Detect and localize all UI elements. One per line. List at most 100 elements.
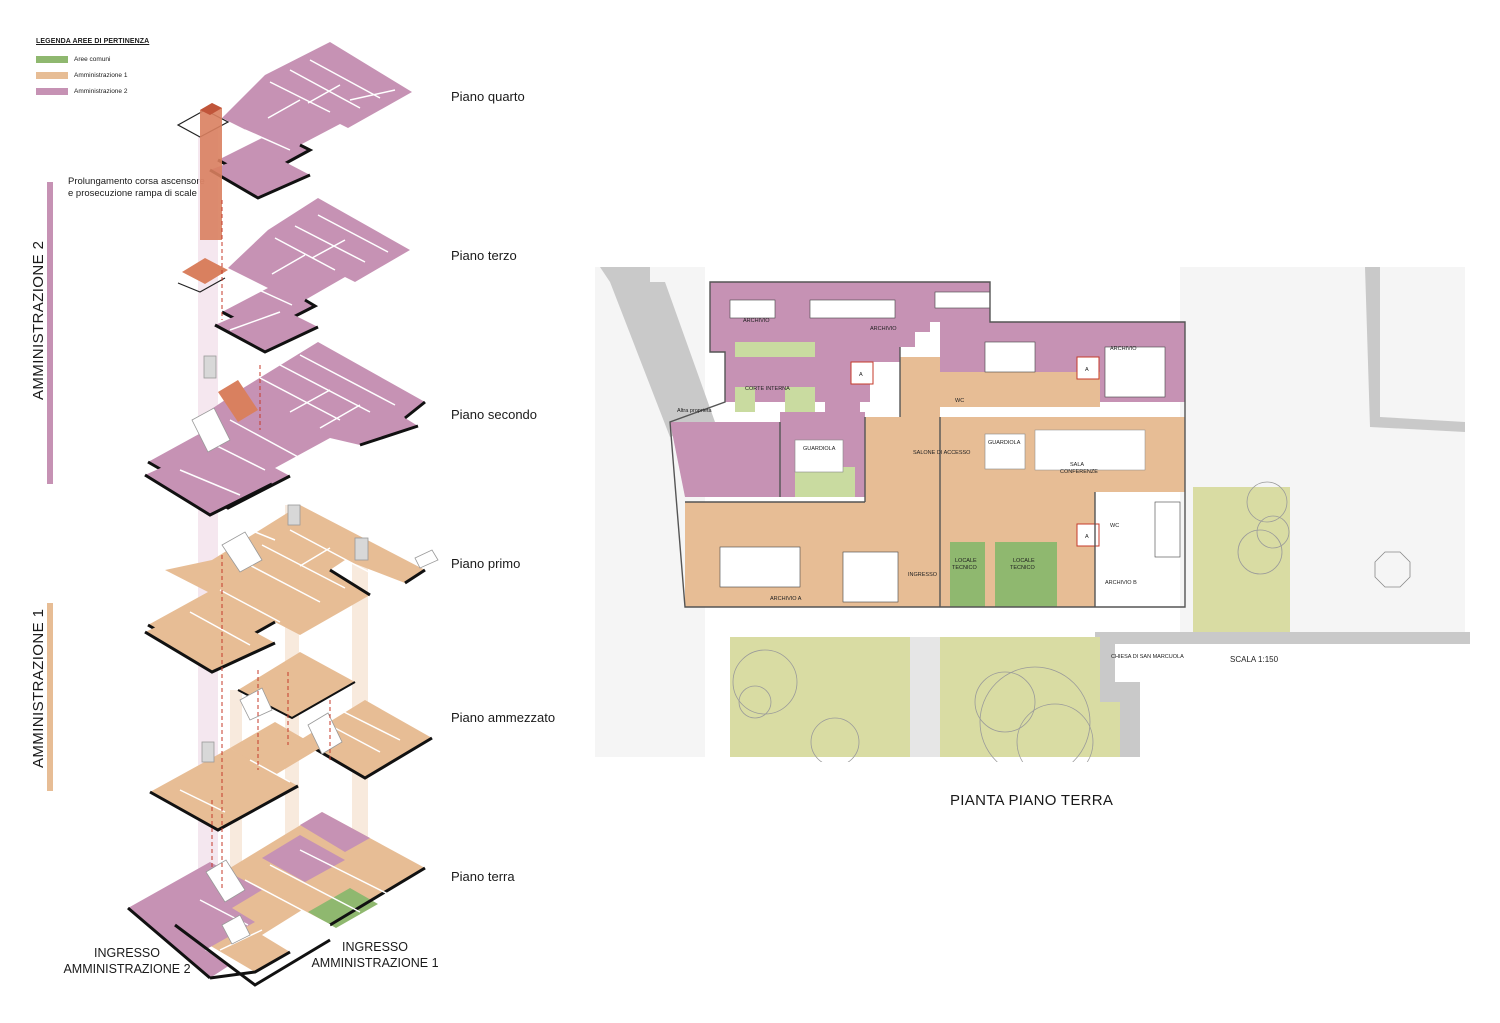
slab-wing-edge (144, 473, 273, 517)
elevator-box (287, 504, 301, 526)
archive-shelves (719, 291, 1181, 603)
ground-floor-plan: ARCHIVIO ARCHIVIO ARCHIVIO CORTE INTERNA… (595, 267, 1470, 762)
slab-wing-edge (144, 630, 276, 674)
stair-white (239, 687, 273, 721)
floor-ammezzato (149, 652, 433, 832)
floor-terra (127, 812, 426, 987)
amm1-bar (47, 603, 53, 791)
room-label: ARCHIVIO (743, 318, 770, 324)
slab-purple-top (262, 835, 345, 882)
boundary-wall-bottom (1095, 632, 1470, 644)
common-strip (735, 342, 815, 357)
stair (182, 258, 228, 284)
legend-label: Amministrazione 2 (74, 87, 128, 95)
floor-label-quarto: Piano quarto (451, 89, 525, 104)
vertical-links (211, 200, 331, 890)
room-label: GUARDIOLA (803, 446, 836, 452)
interior-walls (179, 709, 401, 813)
adm2-top-block (710, 282, 990, 417)
floor-label-ammezzato: Piano ammezzato (451, 710, 556, 725)
adm2-left-block (670, 422, 780, 497)
floor-secondo (144, 342, 426, 517)
room-label: A (1085, 534, 1089, 540)
elevator-note: Prolungamento corsa ascensore e prosecuz… (68, 176, 205, 200)
lawn-right (1193, 487, 1290, 632)
trees (732, 481, 1290, 762)
interior-walls (229, 214, 389, 331)
elevator-box (203, 355, 217, 379)
locale-tecnico-2 (995, 542, 1057, 607)
legend-swatch-amm2 (36, 87, 68, 95)
stair-white (191, 407, 231, 453)
legend-label: Aree comuni (74, 55, 111, 63)
plan-walls (669, 281, 1186, 608)
legend-swatch-common (36, 55, 68, 63)
slab-wing-edge (209, 168, 311, 200)
legend-title: LEGENDA AREE DI PERTINENZA (36, 38, 150, 45)
room-label: SALA (1070, 462, 1084, 468)
room-label: WC (955, 398, 964, 404)
interior-walls (189, 529, 381, 646)
note-line: Prolungamento corsa ascensore (68, 176, 205, 187)
slab-left (150, 748, 298, 830)
walkway (910, 637, 940, 757)
floor-label-secondo: Piano secondo (451, 407, 538, 422)
lawn-bottom-right (940, 637, 1120, 757)
stair-white (307, 712, 343, 755)
room-label: A (1085, 367, 1089, 373)
guardiola-box-right (984, 433, 1026, 470)
conference-seating (1034, 429, 1146, 471)
locale-tecnico-1 (950, 542, 985, 607)
lawn-bottom (730, 637, 910, 757)
stair-white (221, 914, 251, 945)
boundary-wall-left (600, 267, 715, 437)
room-label: LOCALE (955, 558, 977, 564)
stair (218, 380, 258, 422)
note-line: e prosecuzione rampa di scale (68, 188, 197, 199)
floor-primo (144, 504, 439, 674)
legend-item-amm1: Amministrazione 1 (36, 67, 176, 83)
room-label: CORTE INTERNA (745, 386, 790, 392)
entrance-amm2-label: INGRESSO AMMINISTRAZIONE 2 (52, 945, 202, 977)
entrance-amm1-label: INGRESSO AMMINISTRAZIONE 1 (300, 939, 450, 971)
elevator-box (201, 741, 215, 763)
entrance-line: INGRESSO (342, 940, 408, 954)
slab-left-edge (149, 784, 299, 832)
elevator-a-3 (1076, 523, 1100, 547)
tower-top (200, 103, 222, 115)
room-label: ARCHIVIO (870, 326, 897, 332)
legend-label: Amministrazione 1 (74, 71, 128, 79)
slab-edge-right (359, 400, 426, 447)
room-label: A (859, 372, 863, 378)
floor-label-terra: Piano terra (451, 869, 515, 884)
legend: LEGENDA AREE DI PERTINENZA Aree comuni A… (36, 38, 176, 99)
entrance-line: INGRESSO (94, 946, 160, 960)
plan-title: PIANTA PIANO TERRA (950, 792, 1114, 809)
interior-walls (244, 59, 396, 151)
room-label: TECNICO (952, 565, 977, 571)
guardiola-box-left (794, 439, 844, 473)
legend-item-amm2: Amministrazione 2 (36, 83, 176, 99)
room-label: SALONE DI ACCESSO (913, 450, 971, 456)
room-label: ARCHIVIO A (770, 596, 802, 602)
slab-purple-right (300, 812, 370, 852)
legend-item-common: Aree comuni (36, 51, 176, 67)
adm1-salone-extra (900, 357, 940, 417)
slab-edge (127, 866, 426, 980)
room-label: CHIESA DI SAN MARCUOLA (1111, 654, 1184, 660)
entrance-line: AMMINISTRAZIONE 1 (311, 956, 439, 970)
axonometric-diagram (127, 42, 439, 987)
slab-wing (145, 605, 275, 672)
room-label: TECNICO (1010, 565, 1035, 571)
slab (222, 198, 410, 333)
room-label: INGRESSO (908, 572, 938, 578)
stair-white (221, 531, 263, 573)
floor-label-terzo: Piano terzo (451, 248, 517, 263)
interior-walls (199, 849, 391, 951)
common-strip (735, 387, 755, 412)
common-strip (785, 387, 815, 412)
legend-swatch-amm1 (36, 71, 68, 79)
slab-wing (215, 302, 318, 352)
stair-landing (177, 277, 226, 293)
side-stair (414, 549, 439, 569)
